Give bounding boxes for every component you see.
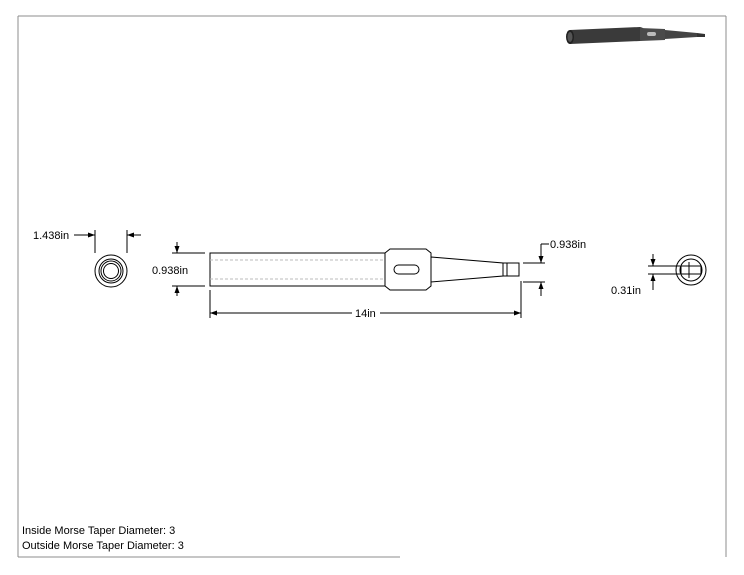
- sleeve-height-label: 0.938in: [152, 265, 188, 277]
- sleeve-height-dimension: [172, 242, 205, 296]
- taper-end-label: 0.938in: [550, 239, 586, 251]
- taper-end-dimension: [523, 243, 549, 296]
- tang-width-label: 0.31in: [611, 285, 641, 297]
- left-end-view: [74, 230, 141, 288]
- sheet-border: [17, 15, 727, 558]
- inside-taper-note: Inside Morse Taper Diameter: 3: [22, 525, 176, 537]
- overall-length-label: 14in: [355, 308, 376, 320]
- overall-length-dimension: [209, 281, 522, 318]
- outer-diameter-label: 1.438in: [33, 230, 69, 242]
- outside-taper-note: Outside Morse Taper Diameter: 3: [22, 540, 184, 552]
- notes-block: Inside Morse Taper Diameter: 3 Outside M…: [22, 524, 184, 554]
- main-side-view: [209, 248, 520, 291]
- isometric-preview: [566, 27, 705, 44]
- right-end-view: [648, 254, 707, 290]
